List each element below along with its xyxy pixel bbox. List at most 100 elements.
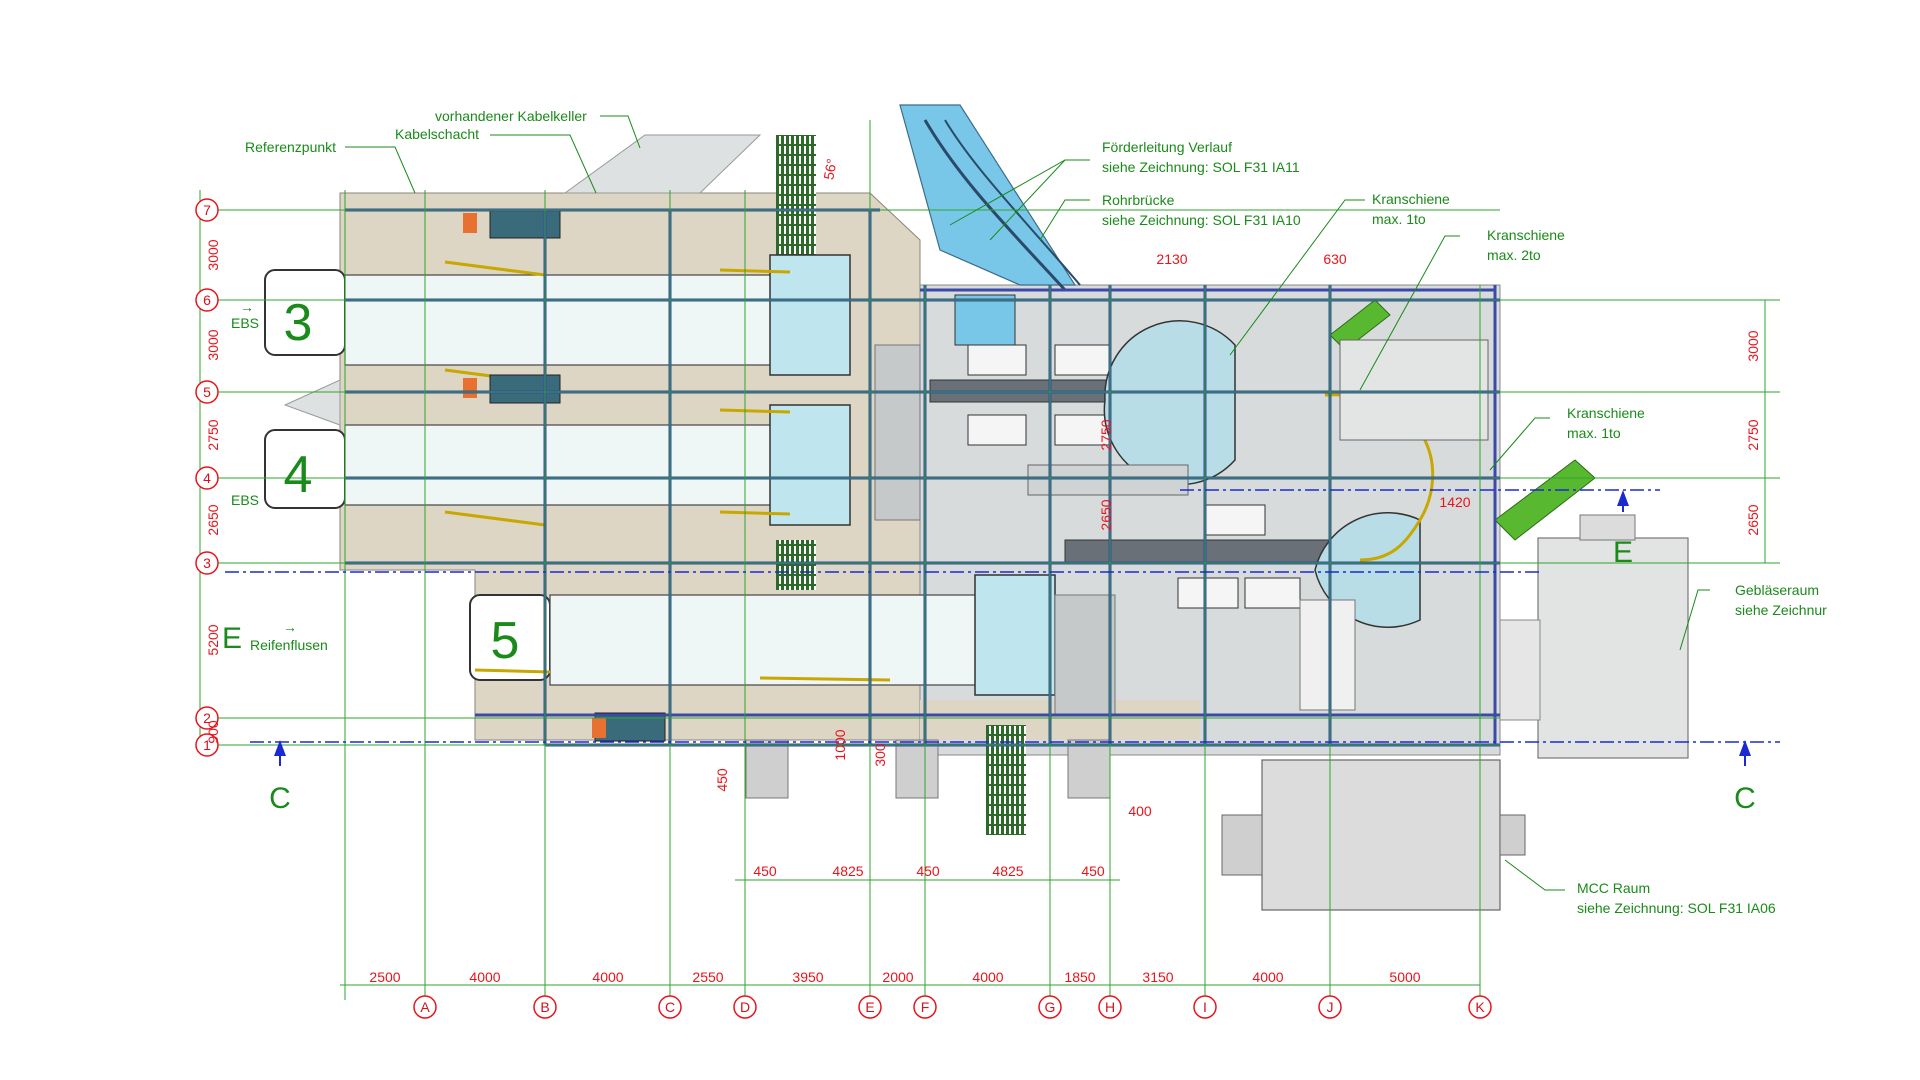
svg-text:3: 3	[203, 555, 211, 571]
label-mcc-2: siehe Zeichnung: SOL F31 IA06	[1577, 900, 1776, 916]
conveyor-row-2	[1064, 539, 1336, 563]
turntable-upper	[1103, 320, 1236, 486]
svg-text:E: E	[865, 999, 874, 1015]
svg-text:G: G	[1045, 999, 1056, 1015]
col-axis-k: K	[1468, 995, 1492, 1019]
dim-bottom: 5000	[1389, 969, 1420, 985]
guide-rod	[444, 260, 546, 277]
dim-1420: 1420	[1439, 494, 1470, 510]
annotations: Referenzpunkt vorhandener Kabelkeller Ka…	[231, 108, 1827, 916]
machine-head-3	[769, 254, 851, 376]
svg-text:6: 6	[203, 292, 211, 308]
col-axis-f: F	[913, 995, 937, 1019]
label-reifenflusen: Reifenflusen	[250, 637, 328, 653]
walkway	[874, 344, 921, 521]
dim-mid: 450	[1081, 863, 1105, 879]
foundation-block-3	[1067, 739, 1111, 799]
kabelkeller-wedge	[563, 134, 762, 194]
guide-rod	[719, 408, 791, 414]
section-e-right: E	[1613, 536, 1633, 569]
foundation-block-1	[745, 739, 789, 799]
label-kranschiene-3a: Kranschiene	[1567, 405, 1645, 421]
dimensions-right: 3000 2750 2650	[1745, 330, 1761, 535]
machine-numbers: 3 4 5	[284, 294, 520, 670]
left-wedge	[283, 379, 341, 426]
dim-2130: 2130	[1156, 251, 1187, 267]
dim-300: 300	[872, 743, 888, 767]
stair-block	[967, 344, 1027, 376]
section-c-left: C	[269, 782, 291, 815]
dim-mid: 450	[916, 863, 940, 879]
machine-head-5	[974, 574, 1056, 696]
section-arrows	[274, 490, 1751, 766]
row-axis-markers: 7 6 5 4 3 2 1	[195, 198, 219, 757]
arrow-reifen: →	[283, 619, 297, 635]
col-axis-g: G	[1038, 995, 1062, 1019]
machine-number-4: 4	[284, 446, 313, 504]
col-axis-h: H	[1098, 995, 1122, 1019]
section-arrow-c-left	[274, 740, 286, 756]
rail-track-bottom	[986, 725, 1026, 835]
col-axis-j: J	[1318, 995, 1342, 1019]
svg-text:J: J	[1327, 999, 1334, 1015]
svg-text:K: K	[1475, 999, 1485, 1015]
guide-rod	[719, 510, 791, 516]
process-box	[1027, 464, 1189, 496]
label-kranschiene-1b: max. 1to	[1372, 211, 1426, 227]
rail-track-mid	[776, 540, 816, 590]
foundation-block-2	[895, 739, 939, 799]
dimensions-misc: 2130 630 1420 400 450 1000 300 2650 2750	[714, 251, 1471, 819]
drive-unit	[489, 209, 561, 239]
foerderleitung-line-2	[944, 119, 1081, 286]
col-axis-d: D	[733, 995, 757, 1019]
conveyor-chute	[954, 294, 1016, 346]
row-axis-5: 5	[195, 380, 219, 404]
section-arrow-c-right	[1739, 740, 1751, 756]
dim-400: 400	[1128, 803, 1152, 819]
dim-bottom: 2550	[692, 969, 723, 985]
col-axis-c: C	[658, 995, 682, 1019]
row-axis-2: 2	[195, 706, 219, 730]
stair-block	[1054, 414, 1111, 446]
mcc-room	[1261, 759, 1501, 911]
geblaese-room	[1537, 537, 1689, 759]
label-kranschiene-1a: Kranschiene	[1372, 191, 1450, 207]
svg-text:1: 1	[203, 737, 211, 753]
section-arrow-e-right	[1617, 490, 1629, 506]
dim-left: 3000	[205, 329, 221, 360]
svg-text:2: 2	[203, 710, 211, 726]
guide-rod	[444, 510, 546, 527]
label-kranschiene-3b: max. 1to	[1567, 425, 1621, 441]
foerderleitung-duct	[899, 104, 1077, 286]
dim-bottom: 4000	[469, 969, 500, 985]
dim-bottom: 1850	[1064, 969, 1095, 985]
row-axis-3: 3	[195, 551, 219, 575]
guide-rod	[759, 676, 891, 682]
shredder-lines	[264, 209, 1056, 742]
dim-left: 3000	[205, 239, 221, 270]
svg-text:F: F	[921, 999, 930, 1015]
dim-right: 2650	[1745, 504, 1761, 535]
svg-text:4: 4	[203, 470, 211, 486]
motor-orange	[592, 718, 606, 738]
mcc-box-right	[1499, 814, 1526, 856]
dim-right: 3000	[1745, 330, 1761, 361]
row-axis-6: 6	[195, 288, 219, 312]
arrow-ebs-top: →	[240, 299, 254, 315]
dimensions-bottom: 2500 4000 4000 2550 3950 2000 4000 1850 …	[369, 969, 1420, 985]
svg-text:I: I	[1203, 999, 1207, 1015]
label-foerderleitung-1: Förderleitung Verlauf	[1102, 139, 1232, 155]
dim-left: 5200	[205, 624, 221, 655]
leader-lines	[345, 115, 1710, 891]
dim-450-vertical: 450	[714, 768, 730, 792]
stair-block	[1204, 504, 1266, 536]
belt-3	[344, 274, 776, 366]
walkway	[1299, 599, 1356, 711]
svg-text:A: A	[420, 999, 430, 1015]
guide-rod	[474, 668, 551, 674]
dimensions-left: 3000 3000 2750 2650 5200 900	[205, 239, 221, 743]
stair-block	[1244, 577, 1301, 609]
dim-2750-inner: 2750	[1098, 419, 1114, 450]
dim-bottom: 4000	[1252, 969, 1283, 985]
